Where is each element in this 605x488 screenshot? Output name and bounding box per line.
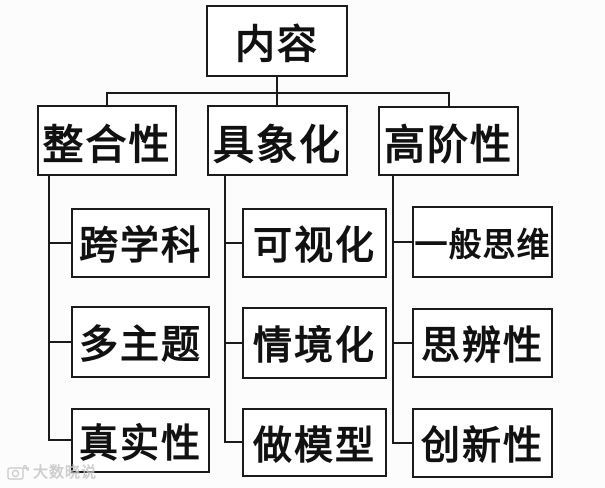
connector-branch0-stub1 <box>48 341 72 343</box>
node-branch-2: 高阶性 <box>378 106 519 176</box>
connector-branch2-vline <box>392 176 394 444</box>
camera-icon <box>7 464 29 480</box>
node-leaf-0-0: 跨学科 <box>71 208 210 278</box>
connector-branch1-stub1 <box>224 342 243 344</box>
watermark-text: 大数晓说 <box>33 463 98 481</box>
node-leaf-1-1-label: 情境化 <box>252 324 376 369</box>
connector-branch0-vline <box>48 176 50 441</box>
node-leaf-1-0-label: 可视化 <box>252 224 376 269</box>
node-leaf-2-0-label: 一般思维 <box>414 225 551 264</box>
node-leaf-2-2-label: 创新性 <box>420 424 544 469</box>
connector-branch2-stub0 <box>392 241 413 243</box>
connector-branch2-stub2 <box>392 442 413 444</box>
connector-branch1-stub0 <box>224 242 243 244</box>
node-root: 内容 <box>206 5 348 77</box>
node-branch-0-label: 整合性 <box>42 120 172 169</box>
connector-root-drop <box>276 77 278 94</box>
node-branch-0: 整合性 <box>37 105 177 176</box>
node-leaf-2-2: 创新性 <box>412 408 553 478</box>
connector-branch0-stub2 <box>48 439 72 441</box>
connector-branch1-drop <box>276 92 278 106</box>
node-leaf-0-0-label: 跨学科 <box>78 224 202 269</box>
node-root-label: 内容 <box>235 22 319 68</box>
connector-branch0-drop <box>106 92 108 106</box>
connector-branch2-drop <box>448 92 450 107</box>
node-leaf-1-0: 可视化 <box>242 208 387 278</box>
node-branch-1: 具象化 <box>207 105 348 176</box>
watermark: 大数晓说 <box>7 461 97 482</box>
connector-branch0-stub0 <box>48 242 72 244</box>
connector-branch1-vline <box>224 176 226 443</box>
node-leaf-2-0: 一般思维 <box>412 206 553 278</box>
node-leaf-1-2-label: 做模型 <box>252 423 376 469</box>
node-leaf-1-2: 做模型 <box>242 408 387 477</box>
node-leaf-0-1: 多主题 <box>71 306 210 378</box>
node-leaf-1-1: 情境化 <box>242 307 387 379</box>
node-branch-1-label: 具象化 <box>213 120 342 169</box>
node-branch-2-label: 高阶性 <box>384 121 513 169</box>
node-leaf-0-2-label: 真实性 <box>78 421 202 467</box>
node-leaf-0-1-label: 多主题 <box>78 323 202 368</box>
node-leaf-2-1: 思辨性 <box>412 308 553 378</box>
node-leaf-2-1-label: 思辨性 <box>420 324 544 369</box>
connector-branch1-stub2 <box>224 441 243 443</box>
connector-branch2-stub1 <box>392 342 413 344</box>
node-leaf-0-2: 真实性 <box>71 408 210 473</box>
connector-spine <box>106 92 450 94</box>
